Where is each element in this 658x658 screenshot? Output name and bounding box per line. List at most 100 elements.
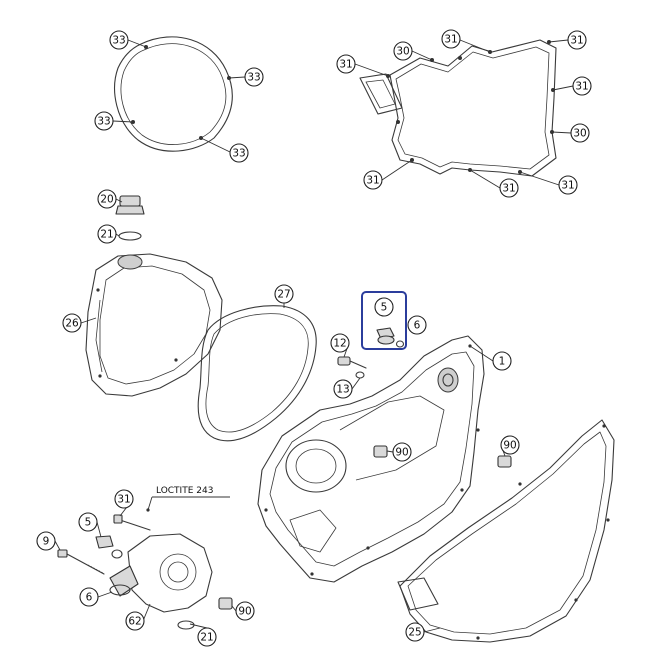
callout-circle	[330, 333, 350, 353]
bushing-90-center	[373, 445, 388, 458]
callout-circle	[235, 601, 255, 621]
callout-circle	[244, 67, 264, 87]
callout-circle	[392, 442, 412, 462]
callout-26: 26	[62, 313, 82, 333]
callout-9: 9	[36, 531, 56, 551]
callout-circle	[407, 315, 427, 335]
callout-21: 21	[97, 224, 117, 244]
callout-90: 90	[500, 435, 520, 455]
callout-number: 26	[65, 318, 79, 330]
callout-90: 90	[392, 442, 412, 462]
callout-circle	[374, 297, 394, 317]
callout-number: 31	[366, 175, 379, 187]
callout-31: 31	[558, 175, 578, 195]
gasket-27	[197, 305, 317, 442]
callout-number: 33	[97, 116, 110, 128]
callout-6: 6	[407, 315, 427, 335]
callout-number: 31	[117, 494, 130, 506]
callout-27: 27	[274, 284, 294, 304]
oil-filler-plug	[115, 195, 145, 241]
gasket-31	[359, 39, 557, 177]
callout-number: 33	[112, 35, 125, 47]
callout-number: 21	[100, 229, 113, 241]
water-pump-cover-62	[109, 533, 213, 630]
callout-circle	[363, 170, 383, 190]
callout-circle	[492, 351, 512, 371]
callout-circle	[229, 143, 249, 163]
callout-number: 90	[503, 440, 516, 452]
bushing-90-right	[497, 455, 512, 468]
bushing-90-lower	[218, 597, 233, 610]
callout-20: 20	[97, 189, 117, 209]
callout-31: 31	[572, 76, 592, 96]
callout-circle	[62, 313, 82, 333]
callout-number: 31	[561, 180, 574, 192]
callout-number: 30	[573, 128, 586, 140]
callout-circle	[94, 111, 114, 131]
callout-number: 1	[499, 356, 506, 368]
callout-5: 5	[374, 297, 394, 317]
callout-number: 6	[414, 320, 421, 332]
ignition-cover-1	[257, 335, 485, 583]
callout-number: 25	[408, 627, 421, 639]
callout-number: 31	[570, 35, 583, 47]
callout-31: 31	[499, 178, 519, 198]
callout-number: 5	[381, 302, 388, 314]
callout-circle	[405, 622, 425, 642]
callout-1: 1	[492, 351, 512, 371]
callout-circle	[274, 284, 294, 304]
bolt-9	[57, 549, 105, 575]
bolt-31-lower	[113, 508, 151, 531]
callout-33: 33	[109, 30, 129, 50]
gasket-33	[114, 36, 233, 152]
callout-31: 31	[567, 30, 587, 50]
callout-circle	[114, 489, 134, 509]
screw-plug-5	[376, 327, 405, 348]
callout-31: 31	[441, 29, 461, 49]
callout-number: 13	[336, 384, 349, 396]
callout-circle	[197, 627, 217, 647]
callout-circle	[125, 611, 145, 631]
callout-circle	[393, 41, 413, 61]
callout-number: 9	[43, 536, 50, 548]
callout-25: 25	[405, 622, 425, 642]
callout-21: 21	[197, 627, 217, 647]
callout-circle	[78, 512, 98, 532]
callout-circle	[570, 123, 590, 143]
callout-number: 33	[232, 148, 245, 160]
callout-number: 27	[277, 289, 290, 301]
callout-31: 31	[363, 170, 383, 190]
callout-62: 62	[125, 611, 145, 631]
callout-5: 5	[78, 512, 98, 532]
callout-circle	[109, 30, 129, 50]
callout-31: 31	[336, 54, 356, 74]
clutch-cover	[85, 253, 223, 397]
selected-part-highlight	[361, 291, 407, 350]
callout-circle	[558, 175, 578, 195]
callout-number: 12	[333, 338, 346, 350]
callout-number: 62	[128, 616, 141, 628]
callout-30: 30	[570, 123, 590, 143]
gasket-25	[397, 419, 615, 643]
callout-12: 12	[330, 333, 350, 353]
callout-number: 21	[200, 632, 213, 644]
callout-6: 6	[79, 587, 99, 607]
callout-number: 5	[85, 517, 92, 529]
callout-13: 13	[333, 379, 353, 399]
callout-number: 6	[86, 592, 93, 604]
callout-number: 31	[339, 59, 352, 71]
callout-circle	[336, 54, 356, 74]
callout-circle	[441, 29, 461, 49]
callout-circle	[97, 224, 117, 244]
callout-circle	[97, 189, 117, 209]
leader-lines	[54, 39, 574, 633]
callout-number: 30	[396, 46, 409, 58]
callout-number: 90	[238, 606, 251, 618]
callout-30: 30	[393, 41, 413, 61]
callout-circle	[333, 379, 353, 399]
callout-circle	[567, 30, 587, 50]
callout-33: 33	[244, 67, 264, 87]
